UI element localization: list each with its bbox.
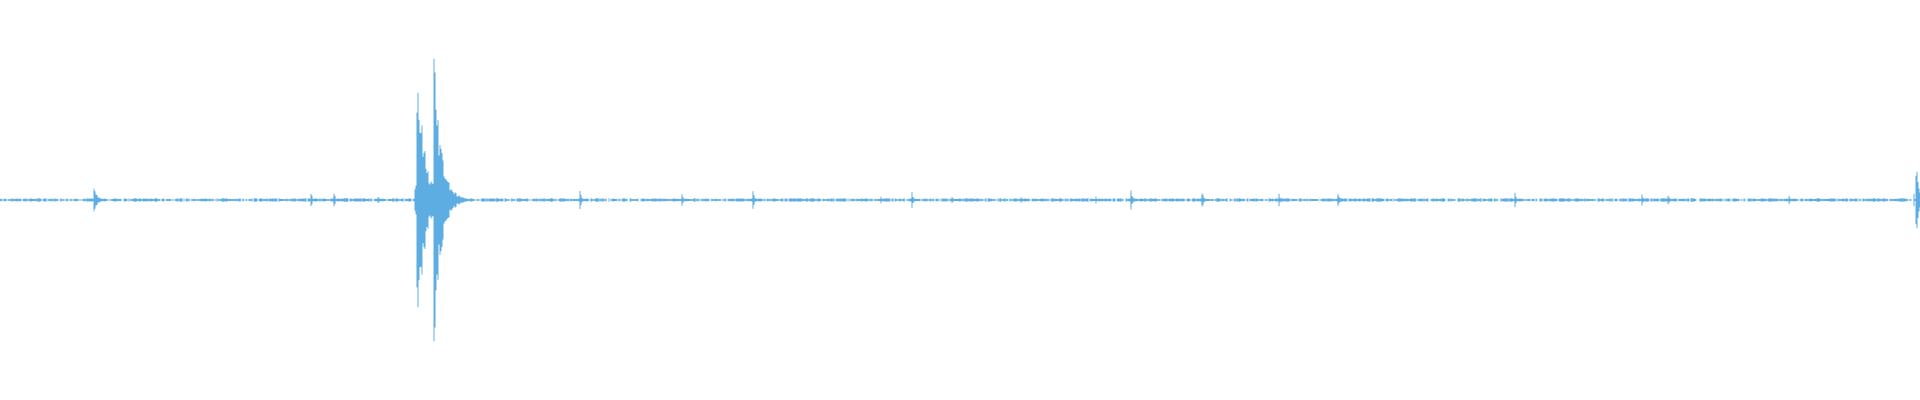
waveform-peak [1786,195,1797,205]
waveform-peak [375,197,386,203]
waveform-peak [1639,194,1650,206]
waveform-peak [750,191,761,209]
waveform-peak [1128,190,1139,210]
waveform-peak [1276,193,1287,207]
waveform-peak [91,188,108,212]
waveform-peak [1093,196,1104,204]
waveform-peak [308,194,319,206]
waveform-peak [1913,171,1920,229]
waveform-peak [1199,193,1210,207]
waveform-peak [878,196,889,204]
waveform-peak [331,193,342,207]
waveform-peak [1665,195,1676,205]
waveform-peak [1018,197,1029,203]
waveform-peak [577,191,588,209]
waveform-peak [431,58,474,342]
waveform-peak [1512,192,1523,208]
waveform-peak [949,196,960,204]
waveform-peak [909,192,920,208]
waveform-peak [679,194,690,206]
waveform-peak [1335,194,1346,206]
